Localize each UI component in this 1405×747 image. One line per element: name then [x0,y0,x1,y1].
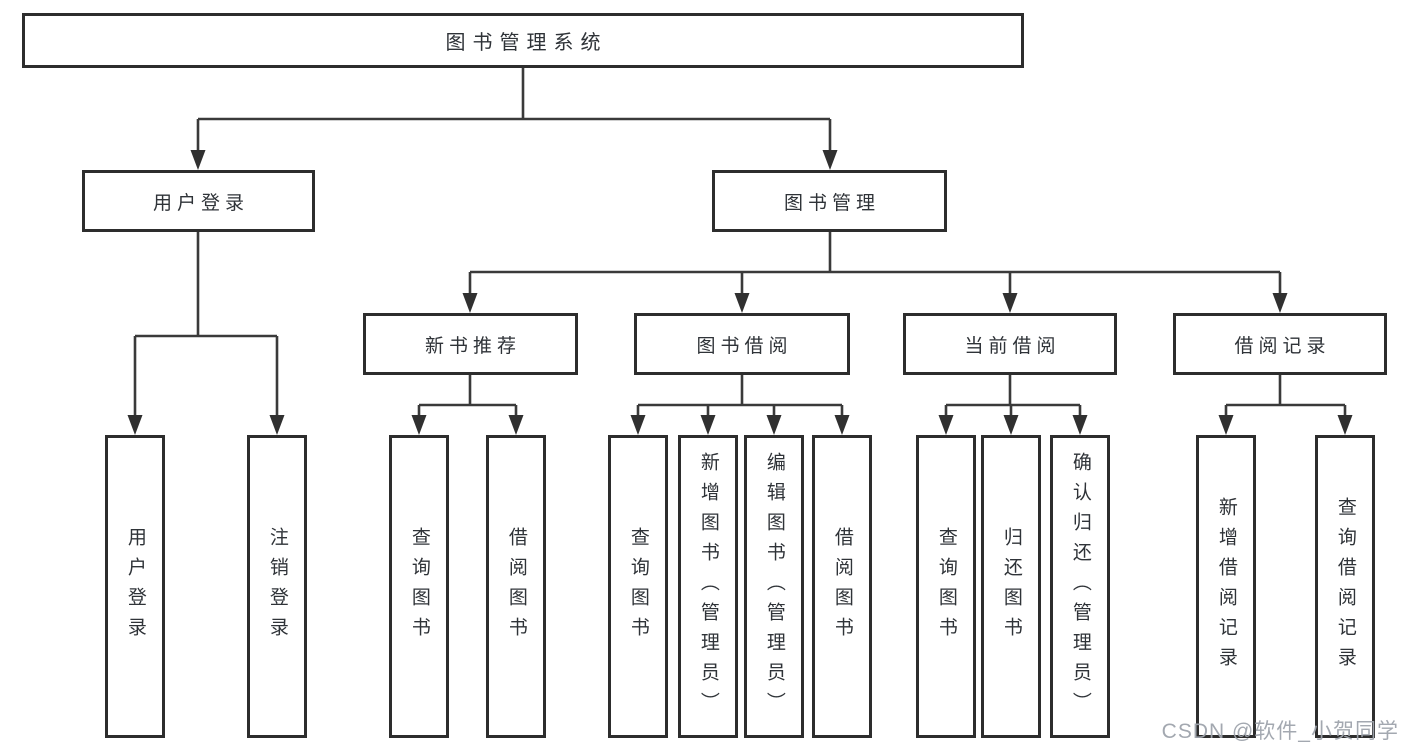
arrow-down-icon [1272,293,1288,313]
leaf-add-borrow-record: 新增借阅记录 [1196,435,1256,738]
leaf-query-books-current: 查询图书 [916,435,976,738]
arrow-down-icon [190,150,206,170]
arrow-down-icon [462,293,478,313]
leaf-borrow-books-recommend: 借阅图书 [486,435,546,738]
watermark: CSDN @软件_小贺同学 [1161,720,1399,743]
node-label: 用户登录 [152,192,249,214]
node-book-borrow: 图书借阅 [634,313,850,375]
connector-new-book-recommend-to-leaves [411,375,524,435]
arrow-down-icon [834,415,850,435]
node-root: 图书管理系统 [22,13,1024,68]
node-label: 当前借阅 [964,335,1061,357]
node-label: 归还图书 [1000,526,1022,647]
node-label: 注销登录 [266,526,288,647]
node-label: 借阅图书 [505,526,527,647]
arrow-down-icon [1003,415,1019,435]
leaf-query-books-recommend: 查询图书 [389,435,449,738]
node-label: 用户登录 [124,526,146,647]
leaf-edit-book-admin: 编辑图书（管理员） [744,435,804,738]
node-label: 查询借阅记录 [1334,496,1356,677]
arrow-down-icon [700,415,716,435]
node-label: 查询图书 [408,526,430,647]
leaf-borrow-books: 借阅图书 [812,435,872,738]
connector-current-borrow-to-leaves [938,375,1088,435]
arrow-down-icon [822,150,838,170]
node-label: 借阅记录 [1234,335,1331,357]
node-label: 借阅图书 [831,526,853,647]
node-label: 确认归还（管理员） [1069,451,1091,722]
leaf-confirm-return-admin: 确认归还（管理员） [1050,435,1110,738]
node-borrow-records: 借阅记录 [1173,313,1387,375]
leaf-user-login: 用户登录 [105,435,165,738]
connector-user-login-to-leaves [127,232,285,435]
node-book-management: 图书管理 [712,170,947,232]
connector-root-to-level2 [190,68,838,170]
node-label: 编辑图书（管理员） [763,451,785,722]
arrow-down-icon [1218,415,1234,435]
arrow-down-icon [411,415,427,435]
connector-borrow-records-to-leaves [1218,375,1353,435]
arrow-down-icon [1072,415,1088,435]
node-label: 新增图书（管理员） [697,451,719,722]
leaf-query-books-borrow: 查询图书 [608,435,668,738]
node-current-borrow: 当前借阅 [903,313,1117,375]
node-label: 新书推荐 [424,335,521,357]
connector-book-borrow-to-leaves [630,375,850,435]
arrow-down-icon [1337,415,1353,435]
arrow-down-icon [938,415,954,435]
leaf-add-book-admin: 新增图书（管理员） [678,435,738,738]
arrow-down-icon [127,415,143,435]
arrow-down-icon [630,415,646,435]
node-label: 查询图书 [627,526,649,647]
node-label: 新增借阅记录 [1215,496,1237,677]
leaf-logout: 注销登录 [247,435,307,738]
node-new-book-recommend: 新书推荐 [363,313,578,375]
node-label: 查询图书 [935,526,957,647]
arrow-down-icon [766,415,782,435]
leaf-query-borrow-record: 查询借阅记录 [1315,435,1375,738]
connector-book-management-to-level3 [462,232,1288,313]
node-user-login: 用户登录 [82,170,315,232]
leaf-return-book: 归还图书 [981,435,1041,738]
arrow-down-icon [269,415,285,435]
arrow-down-icon [734,293,750,313]
arrow-down-icon [508,415,524,435]
arrow-down-icon [1002,293,1018,313]
node-label: 图书管理系统 [445,32,608,54]
node-label: 图书管理 [783,192,880,214]
node-label: 图书借阅 [696,335,793,357]
